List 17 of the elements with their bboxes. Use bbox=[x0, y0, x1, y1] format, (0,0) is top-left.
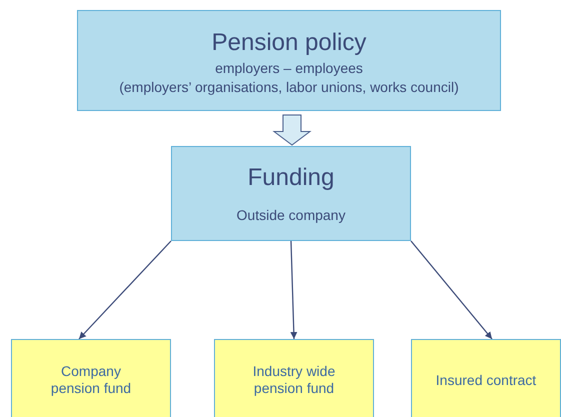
arrow bbox=[78, 240, 172, 340]
box-title: Funding bbox=[248, 164, 334, 193]
box-subtitle: employers – employees bbox=[215, 60, 363, 77]
arrow bbox=[410, 240, 492, 340]
box-subtitle: Outside company bbox=[236, 206, 346, 224]
process-box bbox=[171, 146, 411, 241]
outcome-box bbox=[11, 339, 171, 417]
outcome-box bbox=[214, 339, 374, 417]
arrow bbox=[290, 240, 298, 340]
block-arrow bbox=[272, 114, 312, 146]
box-title: Pension policy bbox=[212, 29, 366, 58]
outcome-box bbox=[411, 339, 561, 417]
box-title: Insured contract bbox=[436, 372, 536, 389]
process-box bbox=[77, 10, 501, 111]
box-title: Industry wide pension fund bbox=[252, 363, 336, 397]
box-title: Company pension fund bbox=[50, 363, 132, 397]
box-subtitle: (employers’ organisations, labor unions, works council) bbox=[119, 78, 459, 96]
